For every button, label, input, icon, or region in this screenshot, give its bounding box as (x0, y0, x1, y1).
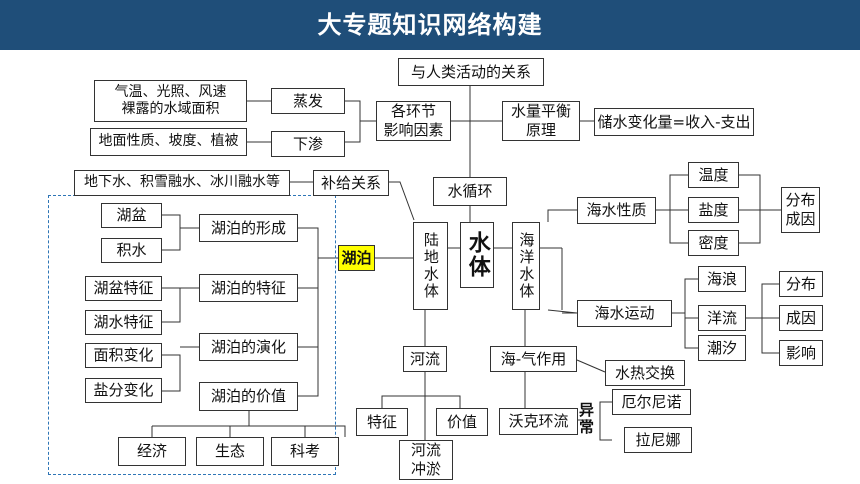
node-temperature: 温度 (688, 162, 739, 188)
node-water-cycle: 水循环 (433, 177, 507, 206)
node-surface: 地面性质、坡度、植被 (90, 128, 247, 156)
node-river: 河流 (403, 346, 447, 372)
node-basin: 湖盆 (101, 203, 162, 228)
node-influence: 影响 (779, 340, 823, 366)
node-seawater-motion: 海水运动 (577, 300, 672, 327)
node-lake-feature: 湖泊的特征 (199, 274, 298, 302)
node-distribution: 分布 (779, 271, 823, 297)
node-la-nina: 拉尼娜 (624, 427, 692, 453)
node-land-water: 陆地水体 (413, 222, 448, 310)
node-river-feature: 特征 (356, 408, 408, 436)
node-recharge-source: 地下水、积雪融水、冰川融水等 (74, 170, 290, 196)
node-water-balance: 水量平衡 原理 (502, 101, 580, 141)
node-area-change: 面积变化 (85, 343, 162, 368)
node-infiltration: 下渗 (271, 131, 345, 157)
node-lake-evolution: 湖泊的演化 (199, 333, 298, 361)
node-water: 积水 (101, 238, 162, 263)
node-river-value: 价值 (436, 408, 488, 436)
node-el-nino: 厄尔尼诺 (612, 389, 691, 415)
node-water-feature: 湖水特征 (85, 310, 162, 335)
node-factors: 各环节 影响因素 (376, 101, 451, 141)
node-seawater-properties: 海水性质 (577, 197, 656, 224)
node-economy: 经济 (118, 437, 186, 466)
node-density: 密度 (688, 230, 739, 256)
node-ecology: 生态 (196, 437, 264, 466)
node-lake-value: 湖泊的价值 (199, 382, 298, 411)
node-cause: 成因 (779, 305, 823, 331)
page-title: 大专题知识网络构建 (317, 11, 543, 39)
node-currents: 洋流 (698, 305, 746, 331)
node-heat-exchange: 水热交换 (605, 360, 685, 386)
node-river-silt: 河流 冲淤 (399, 440, 453, 480)
node-salinity: 盐度 (688, 197, 739, 223)
node-water-body: 水体 (460, 222, 494, 288)
node-basin-feature: 湖盆特征 (85, 276, 162, 301)
node-lake-formation: 湖泊的形成 (199, 214, 298, 242)
node-lake-highlight: 湖泊 (338, 245, 375, 271)
node-evaporation: 蒸发 (271, 88, 345, 114)
node-air-sea: 海-气作用 (490, 346, 577, 372)
node-recharge: 补给关系 (313, 170, 389, 196)
node-ocean-water: 海洋水体 (512, 222, 540, 310)
node-research: 科考 (271, 437, 339, 466)
node-walker: 沃克环流 (499, 408, 578, 435)
node-temp-light: 气温、光照、风速 裸露的水域面积 (94, 80, 247, 122)
node-waves: 海浪 (698, 266, 746, 292)
node-distribution-cause: 分布 成因 (781, 187, 820, 233)
node-storage-change: 储水变化量=收入-支出 (594, 108, 754, 136)
node-human-activity: 与人类活动的关系 (398, 58, 544, 86)
node-tides: 潮汐 (698, 335, 746, 361)
node-salt-change: 盐分变化 (85, 378, 162, 403)
header-bar: 大专题知识网络构建 (0, 0, 860, 50)
label-anomaly: 异常 (577, 402, 595, 436)
